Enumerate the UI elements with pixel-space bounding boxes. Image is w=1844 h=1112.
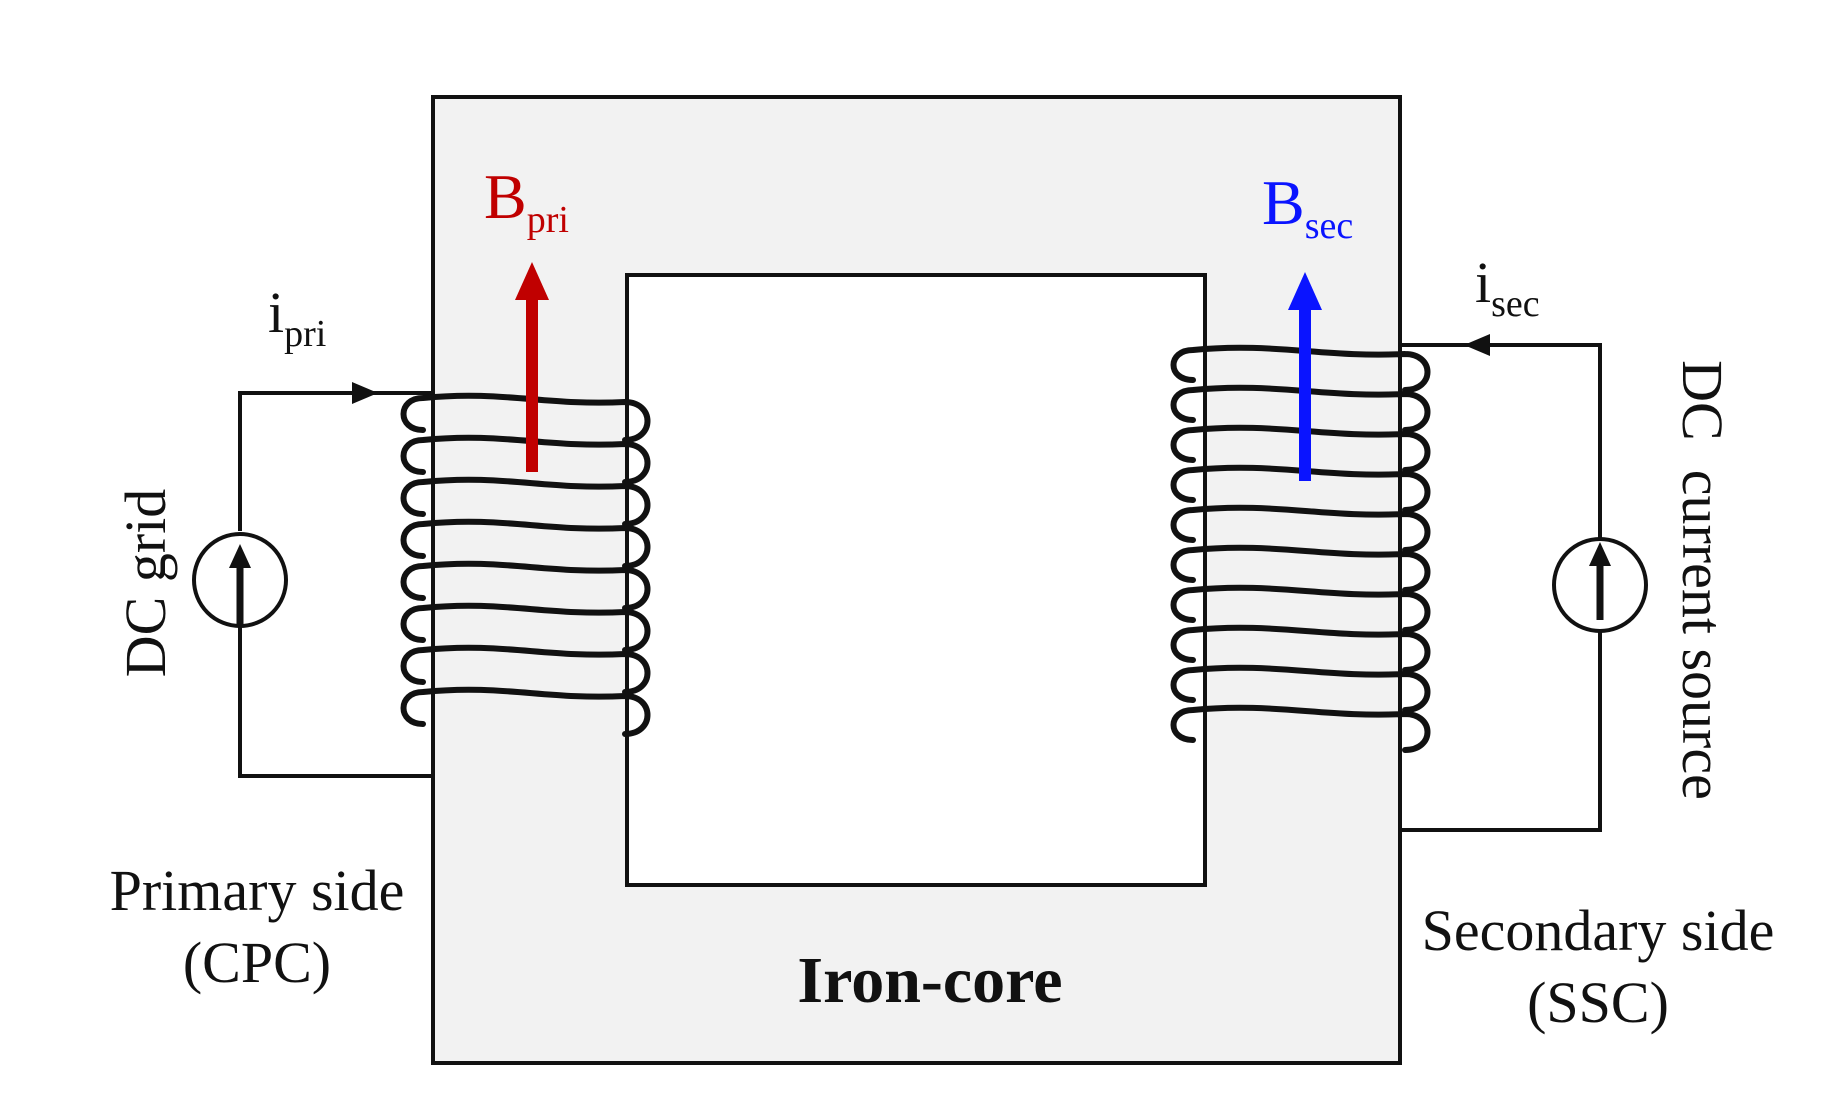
primary-side-abbrev: (CPC) — [183, 930, 331, 995]
primary-current-label: ipri — [268, 280, 326, 355]
secondary-current-arrow-icon — [1464, 334, 1490, 356]
secondary-circuit — [1400, 334, 1648, 832]
primary-flux-label: Bpri — [484, 161, 569, 241]
iron-core-label: Iron-core — [797, 944, 1062, 1017]
secondary-bottom-wire — [1400, 630, 1602, 832]
primary-flux-arrow-icon — [515, 262, 549, 472]
secondary-side-abbrev: (SSC) — [1527, 970, 1669, 1035]
primary-coil-winding-icon — [400, 392, 651, 737]
iron-core — [431, 95, 1402, 1065]
primary-current-source-icon — [192, 532, 288, 628]
primary-current-arrow-icon — [352, 382, 378, 404]
primary-circuit — [192, 382, 433, 778]
secondary-current-source-icon — [1552, 537, 1648, 633]
secondary-flux-arrow-icon — [1288, 272, 1322, 481]
coil-turns — [400, 392, 651, 737]
secondary-side-label: Secondary side — [1422, 898, 1775, 963]
primary-side-label: Primary side — [110, 858, 405, 923]
secondary-current-label: isec — [1475, 250, 1540, 325]
primary-bottom-wire — [238, 627, 433, 778]
dc-current-source-label: DC current source — [1670, 360, 1735, 800]
dc-grid-label: DC grid — [113, 489, 178, 678]
secondary-flux-label: Bsec — [1262, 167, 1353, 247]
